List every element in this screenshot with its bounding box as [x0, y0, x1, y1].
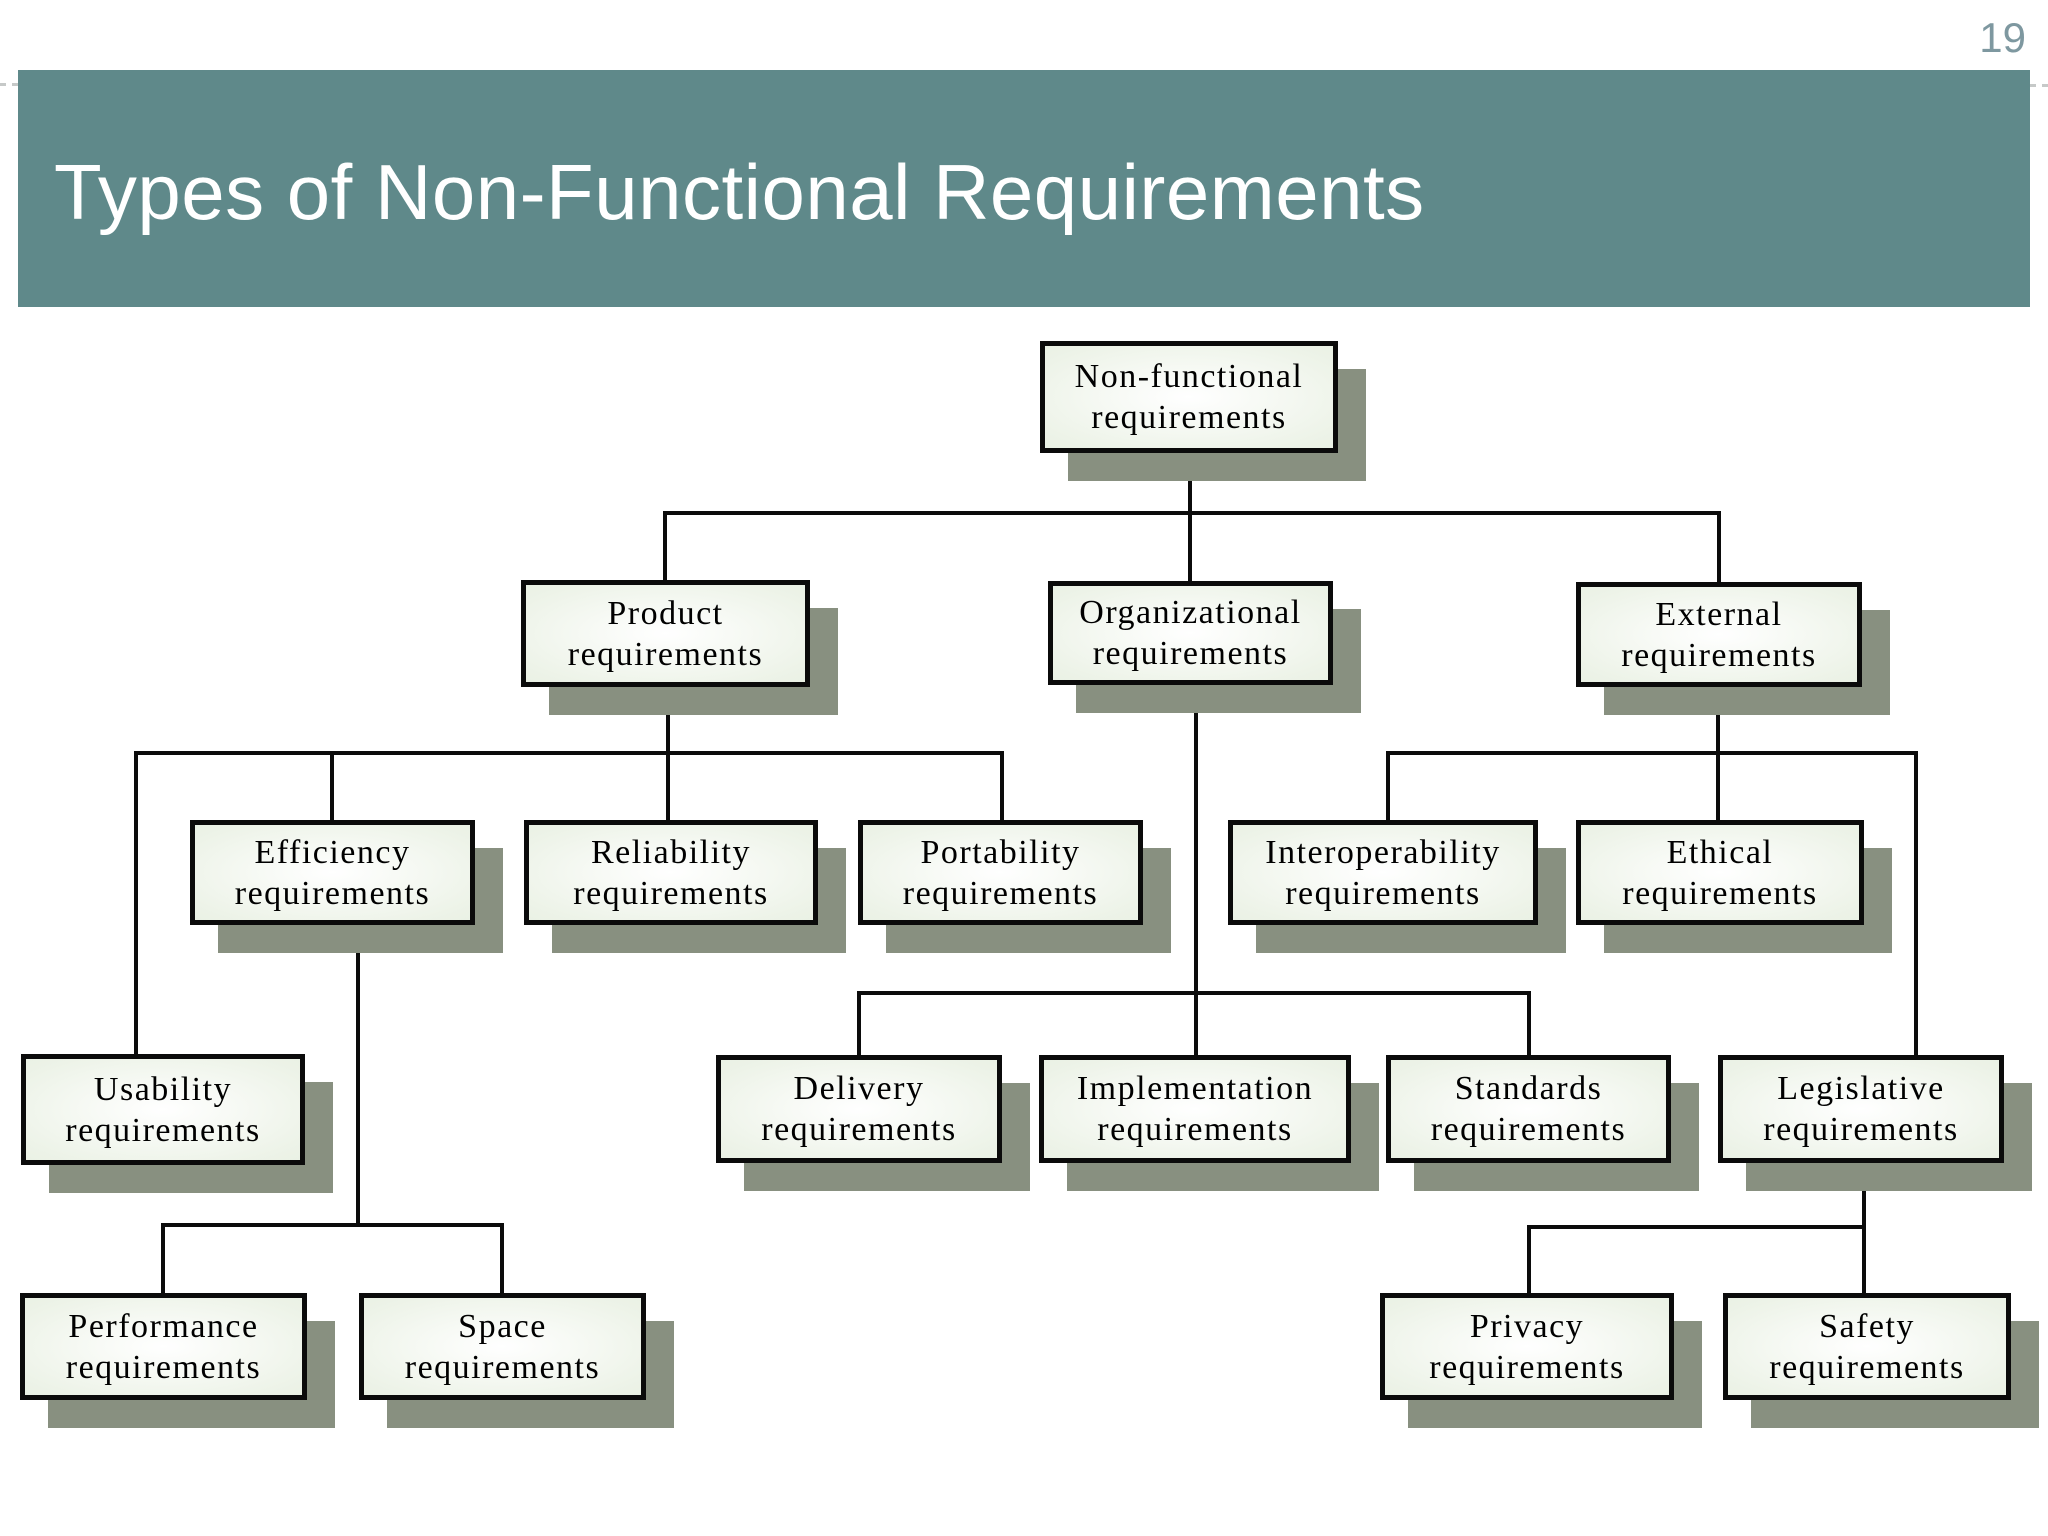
node-standards-requirements: Standards requirements — [1386, 1055, 1671, 1163]
node-ethical-requirements: Ethical requirements — [1576, 820, 1864, 925]
guide-dash-left — [0, 83, 18, 86]
node-label: Privacy requirements — [1429, 1307, 1625, 1386]
node-external-requirements: External requirements — [1576, 582, 1862, 687]
connector-product-to-reliability — [666, 687, 670, 820]
connector-efficiency-children-horizontal — [161, 1223, 504, 1227]
connector-drop-performance — [161, 1223, 165, 1293]
title-bar: Types of Non-Functional Requirements — [18, 70, 2030, 307]
connector-drop-efficiency — [330, 751, 334, 820]
node-performance-requirements: Performance requirements — [20, 1293, 307, 1400]
connector-drop-portability — [1000, 751, 1004, 820]
node-label: Reliability requirements — [573, 833, 769, 912]
connector-drop-privacy — [1527, 1225, 1531, 1293]
node-implementation-requirements: Implementation requirements — [1039, 1055, 1351, 1163]
node-safety-requirements: Safety requirements — [1723, 1293, 2011, 1400]
node-label: External requirements — [1621, 595, 1817, 674]
node-label: Performance requirements — [65, 1307, 262, 1386]
node-label: Organizational requirements — [1079, 594, 1302, 672]
node-reliability-requirements: Reliability requirements — [524, 820, 818, 925]
connector-legislative-children-horizontal — [1527, 1225, 1866, 1229]
node-label: Delivery requirements — [761, 1070, 957, 1148]
node-delivery-requirements: Delivery requirements — [716, 1055, 1002, 1163]
node-non-functional-requirements: Non-functional requirements — [1040, 341, 1338, 453]
node-label: Safety requirements — [1769, 1307, 1965, 1386]
node-portability-requirements: Portability requirements — [858, 820, 1143, 925]
connector-product-children-horizontal — [134, 751, 1004, 755]
node-interoperability-requirements: Interoperability requirements — [1228, 820, 1538, 925]
connector-efficiency-stem — [356, 925, 360, 1227]
node-label: Ethical requirements — [1622, 833, 1818, 912]
node-product-requirements: Product requirements — [521, 580, 810, 687]
connector-organizational-to-implementation — [1194, 685, 1198, 1055]
node-label: Efficiency requirements — [234, 833, 431, 912]
node-label: Usability requirements — [65, 1070, 261, 1149]
connector-drop-usability — [134, 751, 138, 1054]
connector-drop-standards — [1527, 991, 1531, 1055]
connector-drop-space — [500, 1223, 504, 1293]
slide-title: Types of Non-Functional Requirements — [54, 148, 1425, 236]
connector-level1-horizontal — [663, 511, 1721, 515]
connector-root-stem — [1188, 453, 1192, 583]
connector-external-children-horizontal — [1386, 751, 1918, 755]
connector-external-to-ethical — [1716, 687, 1720, 820]
node-organizational-requirements: Organizational requirements — [1048, 581, 1333, 685]
node-efficiency-requirements: Efficiency requirements — [190, 820, 475, 925]
connector-drop-legislative — [1914, 751, 1918, 1055]
node-legislative-requirements: Legislative requirements — [1718, 1055, 2004, 1163]
connector-drop-product — [663, 511, 667, 580]
node-usability-requirements: Usability requirements — [21, 1054, 305, 1165]
connector-drop-delivery — [857, 991, 861, 1055]
node-space-requirements: Space requirements — [359, 1293, 646, 1400]
connector-drop-interoperability — [1386, 751, 1390, 820]
connector-legislative-to-safety — [1862, 1163, 1866, 1293]
page-number: 19 — [1979, 14, 2026, 61]
node-label: Non-functional requirements — [1074, 358, 1304, 436]
node-label: Space requirements — [404, 1307, 601, 1386]
node-privacy-requirements: Privacy requirements — [1380, 1293, 1674, 1400]
node-label: Standards requirements — [1430, 1070, 1627, 1148]
node-label: Interoperability requirements — [1265, 833, 1501, 912]
connector-drop-external — [1717, 511, 1721, 582]
node-label: Legislative requirements — [1763, 1070, 1959, 1148]
node-label: Portability requirements — [902, 833, 1099, 912]
guide-dash-right — [2030, 84, 2048, 87]
node-label: Implementation requirements — [1076, 1070, 1314, 1148]
node-label: Product requirements — [567, 594, 764, 673]
